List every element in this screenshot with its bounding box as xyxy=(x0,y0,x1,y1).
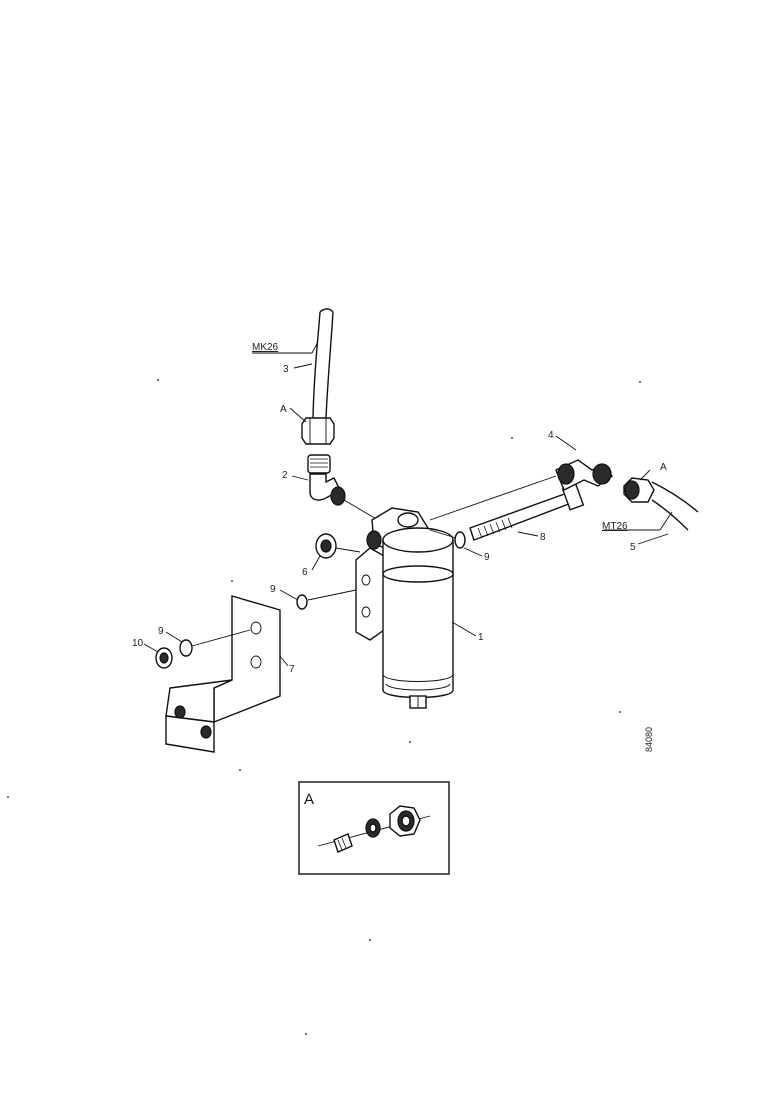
bolt-8 xyxy=(469,483,585,541)
callout-10: 10 xyxy=(132,638,144,649)
drawing-code: 84080 xyxy=(644,727,654,752)
detail-nut xyxy=(389,805,421,837)
ref-mt26: MT26 xyxy=(602,521,628,532)
callout-4: 4 xyxy=(548,430,554,441)
washer-9-bolt xyxy=(454,531,466,549)
bracket-7 xyxy=(165,595,281,753)
filter-canister-1 xyxy=(382,527,454,709)
callout-1: 1 xyxy=(478,632,484,643)
callout-3: 3 xyxy=(283,364,289,375)
detail-box-label: A xyxy=(304,791,314,808)
callout-9-left: 9 xyxy=(158,626,164,637)
nut-a-right xyxy=(623,477,655,503)
detail-box-a: A xyxy=(298,781,450,875)
callout-7: 7 xyxy=(289,664,295,675)
fitting-2 xyxy=(307,454,346,506)
callout-a-top: A xyxy=(280,404,287,415)
washer-9-lower xyxy=(296,594,308,610)
ref-mk26: MK26 xyxy=(252,342,279,353)
callout-a-right: A xyxy=(660,462,667,473)
nut-10 xyxy=(155,647,173,669)
callout-6: 6 xyxy=(302,567,308,578)
nut-a-top xyxy=(301,417,335,445)
callout-9-bolt: 9 xyxy=(484,552,490,563)
fitting-4 xyxy=(555,459,614,491)
nut-6 xyxy=(315,533,337,559)
hose-5 xyxy=(651,481,699,531)
detail-ferrule xyxy=(333,833,353,853)
callout-2: 2 xyxy=(282,470,288,481)
washer-9-left xyxy=(179,639,193,657)
callout-9-lower: 9 xyxy=(270,584,276,595)
detail-ring xyxy=(365,818,381,838)
callout-8: 8 xyxy=(540,532,546,543)
leader-lines xyxy=(143,341,673,667)
hose-3 xyxy=(312,308,334,419)
scan-specks xyxy=(7,379,641,1035)
filter-bracket-plate xyxy=(355,547,385,641)
callout-5: 5 xyxy=(630,542,636,553)
